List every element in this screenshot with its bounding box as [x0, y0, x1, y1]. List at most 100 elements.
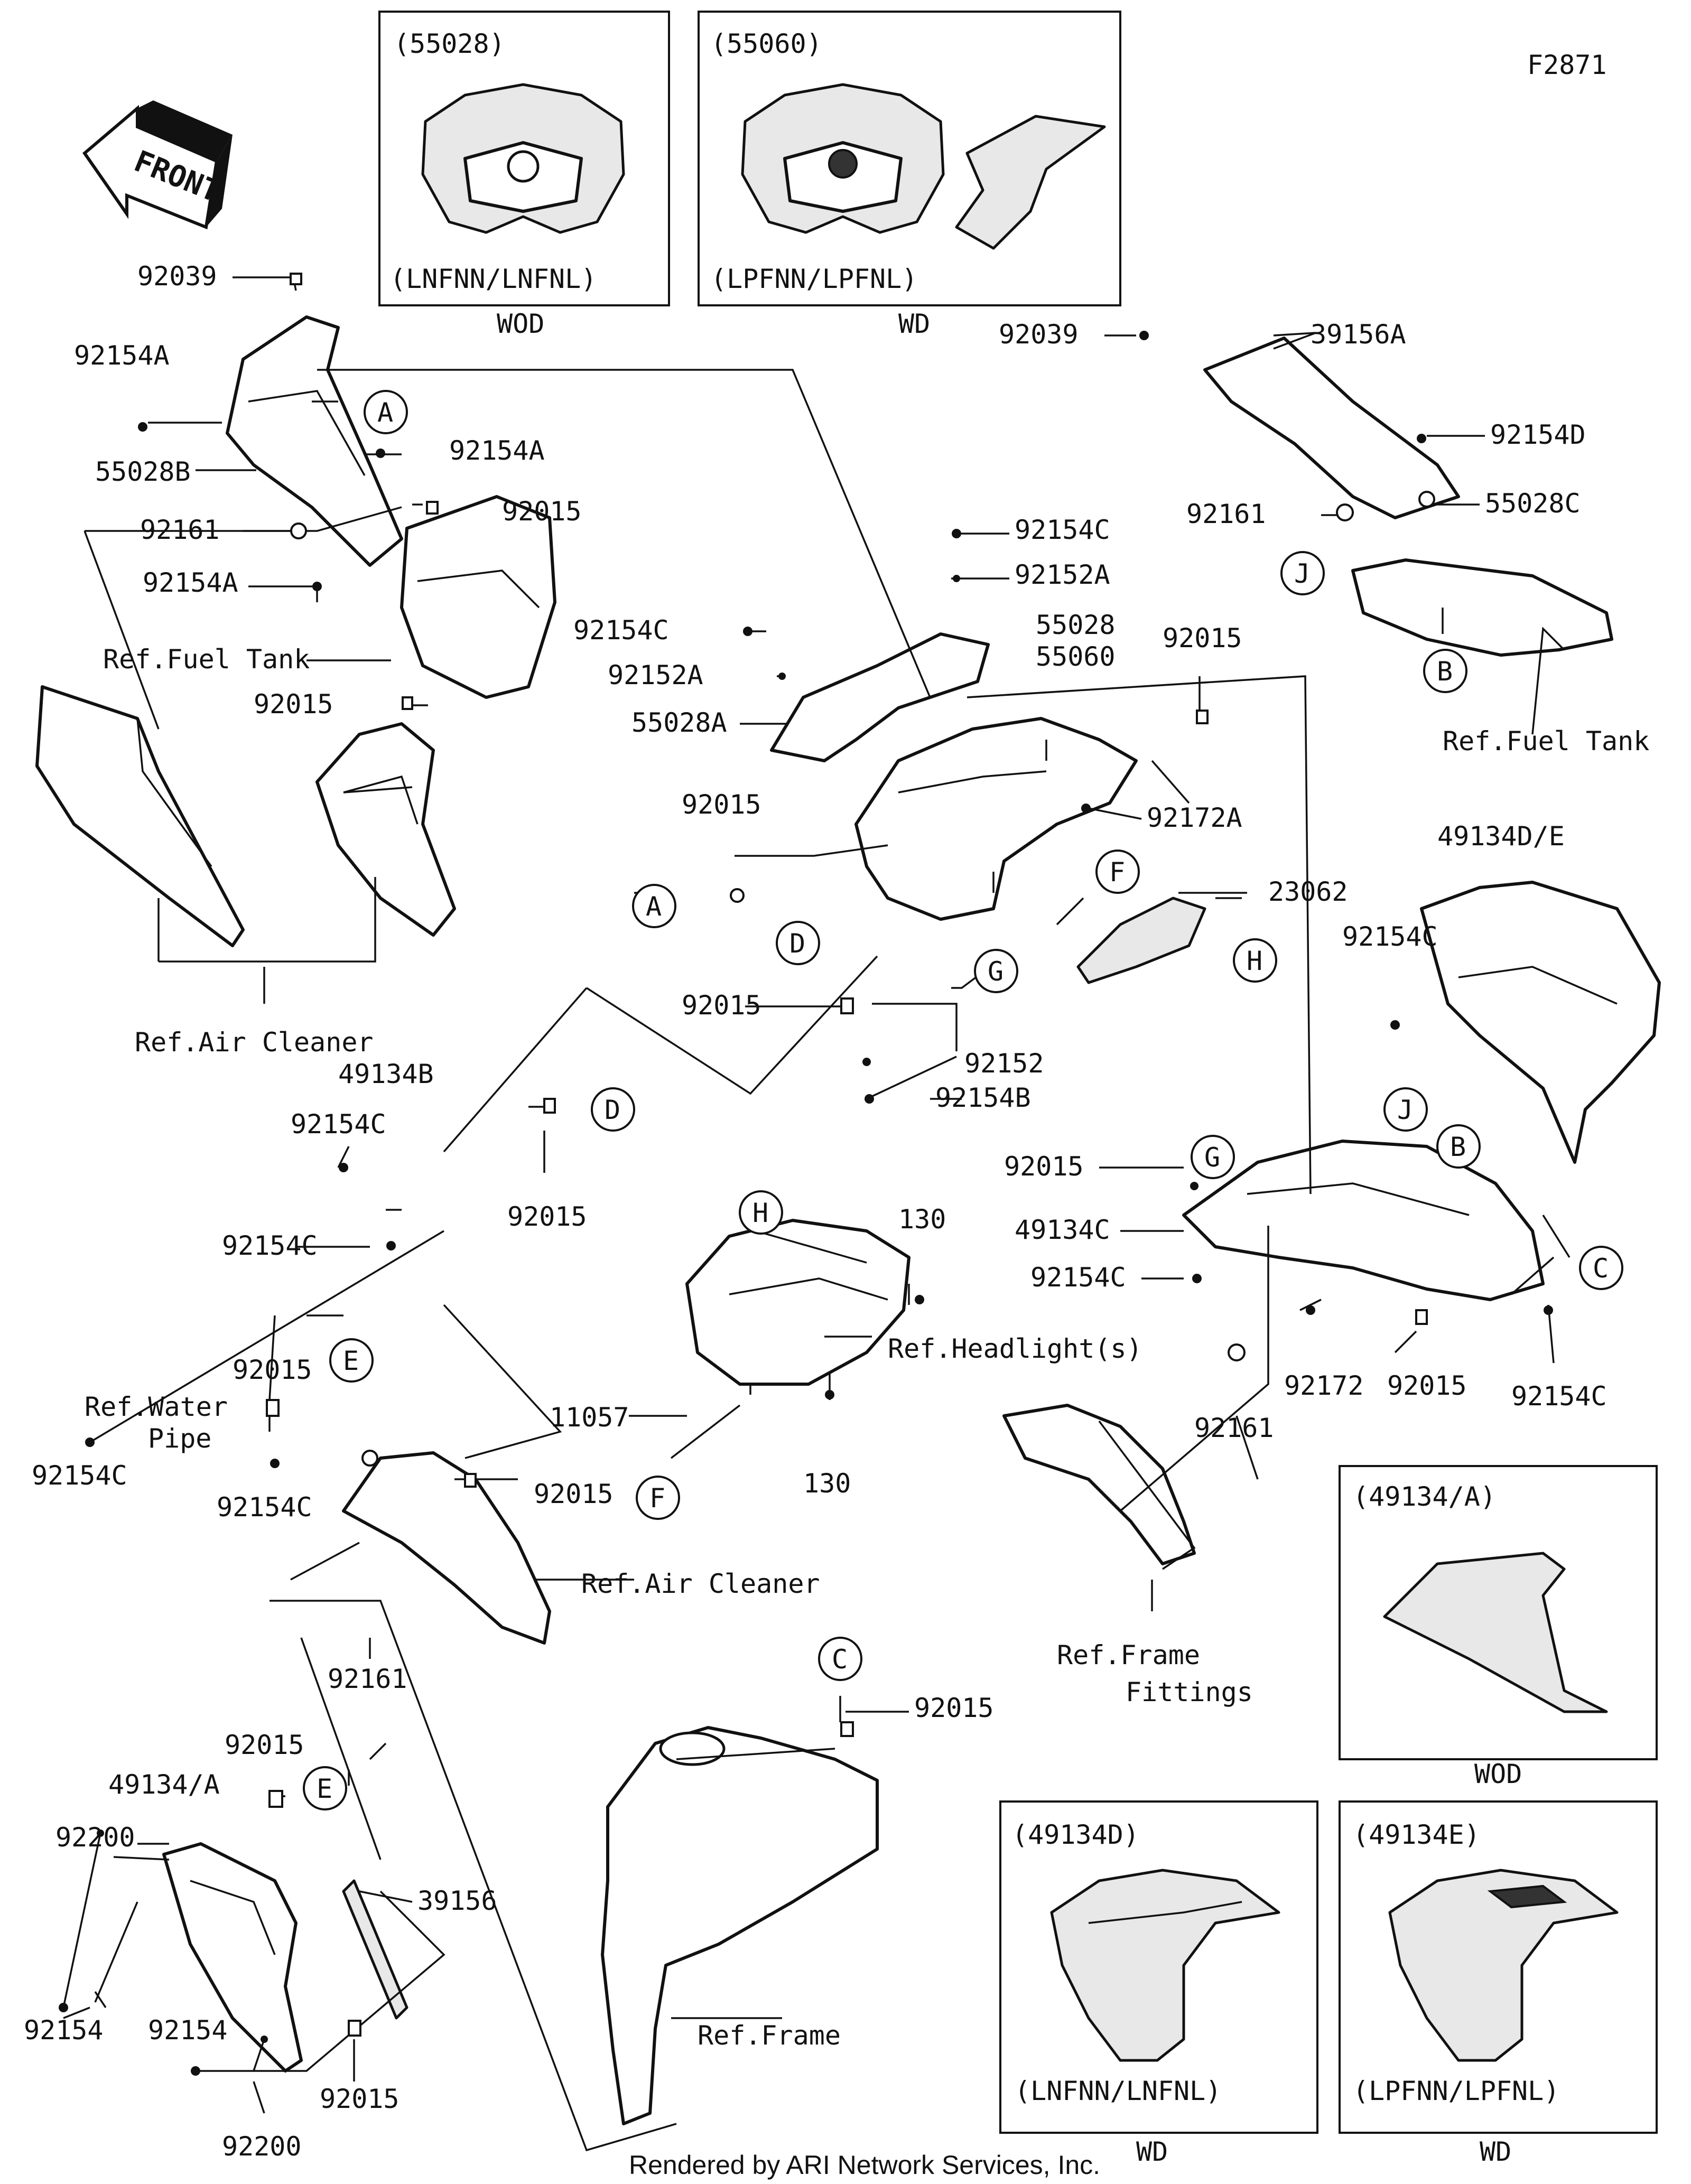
svg-text:92154C: 92154C [1030, 1262, 1126, 1293]
svg-text:55028: 55028 [1036, 610, 1116, 640]
footer-credit: Rendered by ARI Network Services, Inc. [629, 2150, 1100, 2180]
washer-icon [361, 1450, 378, 1467]
svg-text:Ref.Air Cleaner: Ref.Air Cleaner [581, 1569, 820, 1599]
svg-text:39156: 39156 [417, 1886, 497, 1916]
figure-id: F2871 [1527, 50, 1607, 80]
svg-text:Ref.Fuel Tank: Ref.Fuel Tank [103, 644, 310, 675]
washer-icon [1336, 503, 1354, 521]
svg-text:92172: 92172 [1284, 1370, 1364, 1401]
svg-text:92039: 92039 [137, 261, 217, 292]
svg-text:92154C: 92154C [1342, 921, 1438, 952]
svg-text:J: J [1397, 1095, 1413, 1125]
svg-text:92015: 92015 [507, 1201, 587, 1232]
part-inner-cover-right [1351, 558, 1613, 657]
bolt-icon [1190, 1182, 1198, 1190]
svg-text:Ref.Frame: Ref.Frame [698, 2020, 841, 2051]
svg-text:55028A: 55028A [631, 707, 727, 738]
washer-icon [1418, 491, 1435, 508]
svg-text:92015: 92015 [1387, 1370, 1467, 1401]
bolt-icon [1192, 1274, 1202, 1283]
bolt-icon [1081, 804, 1091, 813]
bolt-icon [952, 529, 961, 538]
nut-icon [1415, 1309, 1428, 1325]
svg-text:92015: 92015 [502, 496, 582, 527]
reference-labels: Ref.Fuel Tank Ref.Fuel Tank Ref.Air Clea… [85, 644, 1649, 2051]
svg-text:WOD: WOD [1474, 1759, 1522, 1789]
bolt-icon [1544, 1305, 1553, 1315]
svg-text:55028C: 55028C [1485, 488, 1581, 519]
svg-text:92015: 92015 [233, 1355, 312, 1385]
nut-icon [266, 1399, 280, 1417]
part-bracket-left [315, 722, 456, 937]
svg-text:D: D [605, 1095, 620, 1125]
part-49134c-inner-shroud [1182, 1140, 1545, 1301]
svg-text:(LNFNN/LNFNL): (LNFNN/LNFNL) [1015, 2076, 1221, 2106]
svg-text:92154C: 92154C [1015, 515, 1110, 545]
part-55028a-cover [770, 632, 990, 762]
part-55028c-cowl [1203, 337, 1460, 519]
bolt-icon [1417, 434, 1426, 443]
svg-text:WD: WD [898, 309, 930, 339]
svg-text:H: H [752, 1198, 768, 1228]
svg-text:92015: 92015 [225, 1730, 304, 1760]
bolt-icon [85, 1438, 95, 1447]
svg-text:92154A: 92154A [74, 340, 170, 371]
svg-text:92161: 92161 [1186, 499, 1266, 529]
svg-text:A: A [377, 397, 393, 428]
svg-text:(49134E): (49134E) [1353, 1819, 1480, 1850]
svg-text:92039: 92039 [999, 319, 1079, 350]
svg-text:55028B: 55028B [95, 456, 191, 487]
svg-text:(LPFNN/LPFNL): (LPFNN/LPFNL) [1353, 2076, 1559, 2106]
part-air-cleaner-lower-cover [342, 1451, 551, 1645]
svg-text:92152A: 92152A [608, 660, 703, 690]
svg-text:F: F [1109, 857, 1125, 888]
svg-text:92172A: 92172A [1147, 802, 1242, 833]
nut-icon [1196, 710, 1209, 724]
svg-text:(LNFNN/LNFNL): (LNFNN/LNFNL) [390, 264, 597, 294]
svg-text:130: 130 [898, 1204, 946, 1235]
part-39156-strip [342, 1879, 408, 2020]
svg-text:92154B: 92154B [935, 1082, 1031, 1113]
svg-text:49134D/E: 49134D/E [1437, 821, 1565, 852]
svg-text:F: F [649, 1483, 665, 1514]
bolt-icon [312, 582, 322, 591]
svg-text:92015: 92015 [1004, 1151, 1084, 1182]
bolt-icon [97, 1830, 104, 1837]
bolt-icon [339, 1163, 348, 1172]
nut-icon [840, 997, 854, 1014]
bolt-icon [825, 1390, 834, 1399]
svg-text:92154C: 92154C [1511, 1381, 1607, 1412]
nut-icon [426, 501, 439, 515]
part-55028-upper-cowl [854, 717, 1138, 921]
variant-box-55060: (55060) (LPFNN/LPFNL) WD [698, 11, 1121, 339]
bolt-icon [862, 1058, 871, 1066]
svg-text:(49134/A): (49134/A) [1353, 1481, 1496, 1512]
svg-text:G: G [1204, 1142, 1220, 1173]
nut-icon [268, 1790, 283, 1808]
part-23062-plate [1076, 897, 1206, 984]
bolt-icon [865, 1094, 874, 1104]
svg-text:92152: 92152 [964, 1048, 1044, 1079]
svg-text:Ref.Fuel Tank: Ref.Fuel Tank [1443, 726, 1649, 757]
svg-text:92015: 92015 [254, 689, 333, 720]
washer-icon [1228, 1343, 1246, 1361]
svg-text:92015: 92015 [320, 2084, 399, 2114]
variant-box-55028: (55028) (LNFNN/LNFNL) WOD [378, 11, 670, 339]
bolt-icon [191, 2066, 200, 2076]
svg-text:92015: 92015 [682, 789, 761, 820]
svg-text:G: G [988, 956, 1004, 987]
bolt-icon [386, 1241, 396, 1250]
part-49134a-lower-shroud [162, 1842, 303, 2073]
svg-text:92154C: 92154C [217, 1492, 312, 1523]
variant-box-49134e: (49134E) (LPFNN/LPFNL) WD [1339, 1800, 1658, 2167]
svg-text:(55028): (55028) [394, 29, 505, 59]
washer-icon [730, 888, 745, 903]
callout-letters: A A J B F D H G D E H F G J B C E C [303, 390, 1623, 1810]
bolt-icon [743, 627, 752, 636]
svg-text:55060: 55060 [1036, 641, 1116, 672]
svg-text:A: A [646, 891, 662, 922]
variant-box-49134a: (49134/A) WOD [1339, 1465, 1658, 1789]
svg-text:E: E [317, 1774, 332, 1804]
svg-text:Ref.Frame: Ref.Frame [1057, 1640, 1200, 1670]
